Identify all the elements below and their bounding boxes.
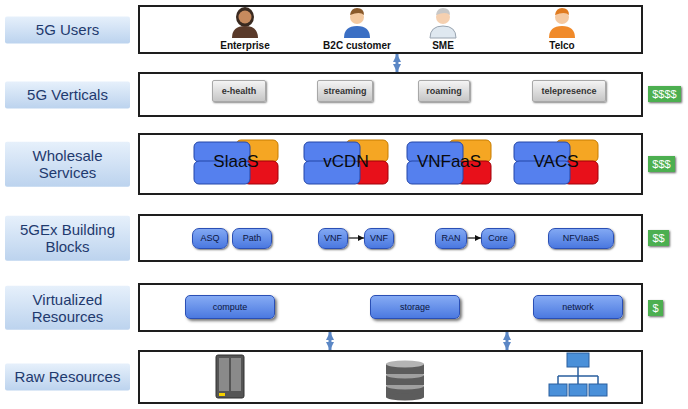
user-caption: Telco [549,40,574,52]
layer-band: SlaaSvCDNVNFaaSVACSWholesale Services [138,133,643,195]
server-icon [216,355,244,398]
service-stack: VACS [512,139,600,185]
user-caption: Enterprise [220,40,269,52]
customer-icon [344,8,370,38]
enterprise-icon [232,7,258,38]
block-box: RAN [435,228,467,249]
service-stack: VNFaaS [405,139,493,185]
block-box: Core [481,228,515,249]
layer-band: computestoragenetworkVirtualized Resourc… [138,283,643,332]
price-tag: $$$ [648,156,675,172]
block-box: VNF [364,228,394,249]
database-icon [386,361,424,401]
layer-title: Raw Resources [11,368,124,385]
box-label: vCDN [323,152,368,172]
resource-box: compute [185,295,275,319]
vertical-box: e-health [212,80,266,102]
layer-band: Raw Resources [138,350,643,404]
box-label: $ [652,302,658,314]
layer-band: e-healthstreamingroamingtelepresence5G V… [138,72,643,117]
vertical-box: streaming [317,80,373,102]
box-label: $$$$ [652,88,676,100]
service-stack: vCDN [302,139,390,185]
price-tag: $$$$ [648,86,681,102]
layer-heading: 5G Verticals [5,81,130,108]
box-label: SlaaS [213,152,258,172]
box-label: telepresence [541,86,596,96]
layer-arrow [396,54,399,72]
layer-title: Virtualized Resources [11,290,124,325]
layer-heading: Raw Resources [5,363,130,390]
layer-title: Wholesale Services [11,147,124,182]
block-box: VNF [318,228,348,249]
layer-heading: 5G Users [5,16,130,43]
box-label: ASQ [200,233,219,243]
layer-band: ASQPathVNFVNFRANCoreNFVIaaS5GEx Building… [138,214,643,262]
service-stack: SlaaS [192,139,280,185]
box-label: streaming [323,86,366,96]
vertical-box: telepresence [532,80,606,102]
flow-arrow [348,237,364,238]
box-label: VACS [533,152,578,172]
flow-arrow [467,237,481,238]
vertical-box: roaming [418,80,470,102]
layer-title: 5G Users [11,21,124,38]
user-caption: B2C customer [323,40,391,52]
layer-heading: 5GEx Building Blocks [5,216,130,261]
resource-box: storage [370,295,460,319]
price-tag: $$ [648,230,669,246]
box-label: roaming [426,86,462,96]
box-label: VNF [370,233,388,243]
box-label: $$$ [652,158,670,170]
box-label: VNFaaS [417,152,481,172]
sme-icon [430,8,456,38]
box-label: $$ [652,232,664,244]
box-label: network [562,302,594,312]
network-icon [549,353,607,396]
box-label: storage [400,302,430,312]
block-box: Path [232,228,272,249]
layer-title: 5GEx Building Blocks [11,221,124,256]
box-label: RAN [441,233,460,243]
box-label: compute [213,302,248,312]
layer-arrow [329,332,332,350]
box-label: NFVIaaS [563,233,600,243]
box-label: e-health [222,86,257,96]
box-label: Core [488,233,508,243]
layer-heading: Wholesale Services [5,142,130,187]
layer-heading: Virtualized Resources [5,285,130,330]
telco-icon [549,8,575,38]
box-label: VNF [324,233,342,243]
layer-arrow [506,332,509,350]
block-box: ASQ [192,228,228,249]
user-caption: SME [432,40,454,52]
block-box: NFVIaaS [548,228,614,249]
layer-title: 5G Verticals [11,86,124,103]
box-label: Path [243,233,262,243]
price-tag: $ [648,300,663,316]
resource-box: network [533,295,623,319]
